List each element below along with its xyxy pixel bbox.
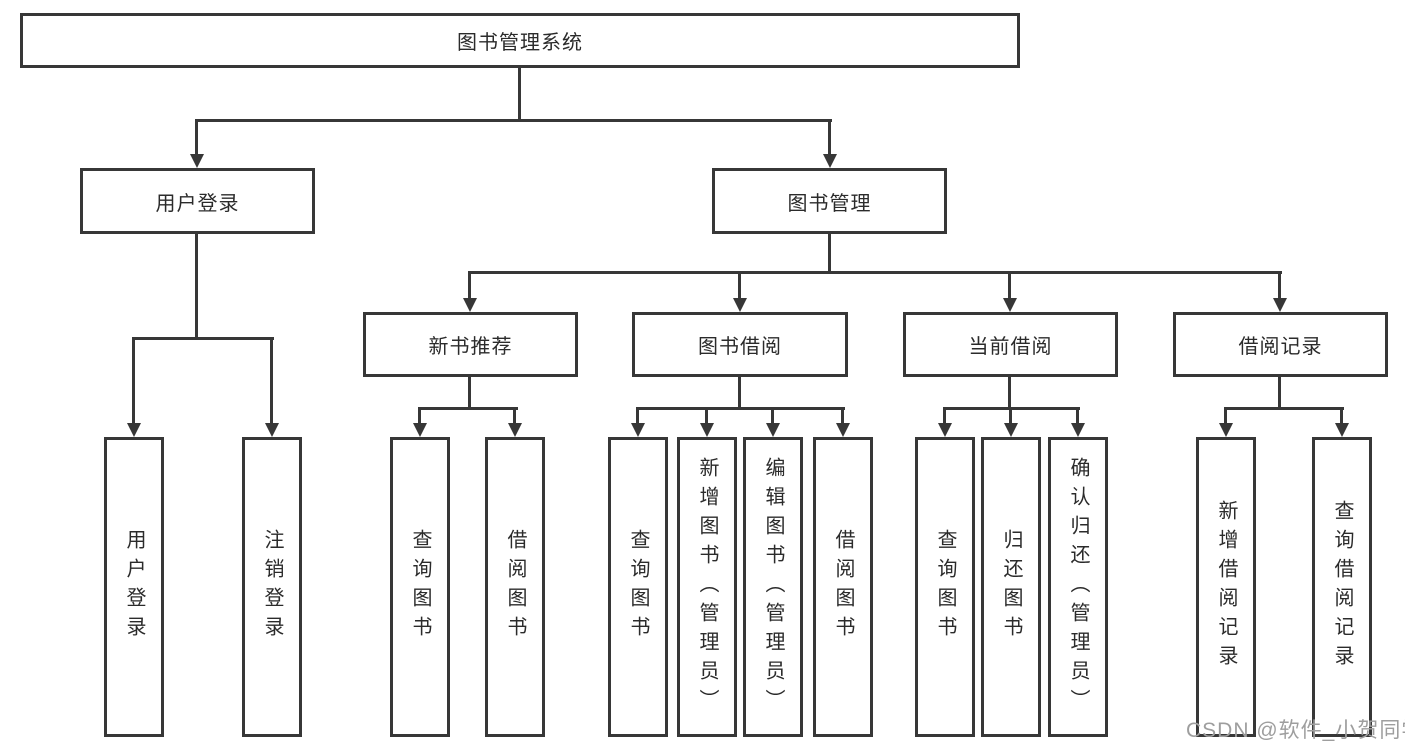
csdn-watermark: CSDN @软件_小贺同学: [1186, 719, 1405, 742]
connector-drop-borrowing: [738, 271, 741, 301]
arrowhead-borrowing: [733, 298, 747, 312]
node-book-borrowing: 图书借阅: [632, 312, 848, 377]
node-borrowing-records: 借阅记录: [1173, 312, 1388, 377]
connector-login-stem: [195, 234, 198, 340]
arrowhead-recommend: [463, 298, 477, 312]
connector-borrowing-stem: [738, 377, 741, 410]
arrowhead-c3: [766, 423, 780, 437]
connector-drop-book-mgmt: [828, 119, 831, 159]
arrowhead-book-mgmt: [823, 154, 837, 168]
arrowhead-c1: [631, 423, 645, 437]
arrowhead-records: [1273, 298, 1287, 312]
arrowhead-d3: [1071, 423, 1085, 437]
connector-drop-b2: [513, 407, 516, 427]
connector-drop-records: [1278, 271, 1281, 301]
arrowhead-c4: [836, 423, 850, 437]
arrowhead-current: [1003, 298, 1017, 312]
leaf-add-books-admin: 新增图书（管理员）: [677, 437, 737, 737]
connector-drop-c4: [841, 407, 844, 427]
connector-drop-c3: [771, 407, 774, 427]
node-root-library-system: 图书管理系统: [20, 13, 1020, 68]
connector-drop-b1: [418, 407, 421, 427]
connector-level3-bar: [468, 271, 1282, 274]
connector-drop-leaf-login: [132, 337, 135, 427]
node-book-management: 图书管理: [712, 168, 947, 234]
arrowhead-d1: [938, 423, 952, 437]
arrowhead-leaf-logout: [265, 423, 279, 437]
arrowhead-e1: [1219, 423, 1233, 437]
arrowhead-e2: [1335, 423, 1349, 437]
connector-drop-e2: [1340, 407, 1343, 427]
leaf-query-books-recommend: 查询图书: [390, 437, 450, 737]
leaf-logout: 注销登录: [242, 437, 302, 737]
arrowhead-b1: [413, 423, 427, 437]
node-user-login: 用户登录: [80, 168, 315, 234]
connector-mgmt-stem: [828, 234, 831, 274]
connector-drop-d2: [1009, 407, 1012, 427]
connector-recommend-bar: [418, 407, 518, 410]
leaf-return-books: 归还图书: [981, 437, 1041, 737]
connector-login-bar: [132, 337, 274, 340]
connector-records-stem: [1278, 377, 1281, 410]
leaf-user-login: 用户登录: [104, 437, 164, 737]
connector-drop-c2: [705, 407, 708, 427]
leaf-confirm-return-admin: 确认归还（管理员）: [1048, 437, 1108, 737]
leaf-borrow-books-recommend: 借阅图书: [485, 437, 545, 737]
node-current-borrowing: 当前借阅: [903, 312, 1118, 377]
connector-records-bar: [1224, 407, 1344, 410]
connector-current-stem: [1008, 377, 1011, 410]
arrowhead-user-login: [190, 154, 204, 168]
connector-root-stem: [518, 68, 521, 122]
connector-recommend-stem: [468, 377, 471, 410]
arrowhead-leaf-login: [127, 423, 141, 437]
connector-drop-leaf-logout: [270, 337, 273, 427]
arrowhead-d2: [1004, 423, 1018, 437]
arrowhead-c2: [700, 423, 714, 437]
arrowhead-b2: [508, 423, 522, 437]
node-new-book-recommendation: 新书推荐: [363, 312, 578, 377]
leaf-query-books-borrow: 查询图书: [608, 437, 668, 737]
connector-drop-e1: [1224, 407, 1227, 427]
connector-drop-recommend: [468, 271, 471, 301]
leaf-edit-books-admin: 编辑图书（管理员）: [743, 437, 803, 737]
leaf-borrow-books: 借阅图书: [813, 437, 873, 737]
connector-level2-bar: [195, 119, 832, 122]
leaf-query-books-current: 查询图书: [915, 437, 975, 737]
connector-drop-d1: [943, 407, 946, 427]
leaf-add-borrow-record: 新增借阅记录: [1196, 437, 1256, 737]
connector-drop-current: [1008, 271, 1011, 301]
connector-drop-c1: [636, 407, 639, 427]
connector-drop-d3: [1076, 407, 1079, 427]
leaf-query-borrow-record: 查询借阅记录: [1312, 437, 1372, 737]
connector-drop-user-login: [195, 119, 198, 159]
connector-borrowing-bar: [636, 407, 845, 410]
